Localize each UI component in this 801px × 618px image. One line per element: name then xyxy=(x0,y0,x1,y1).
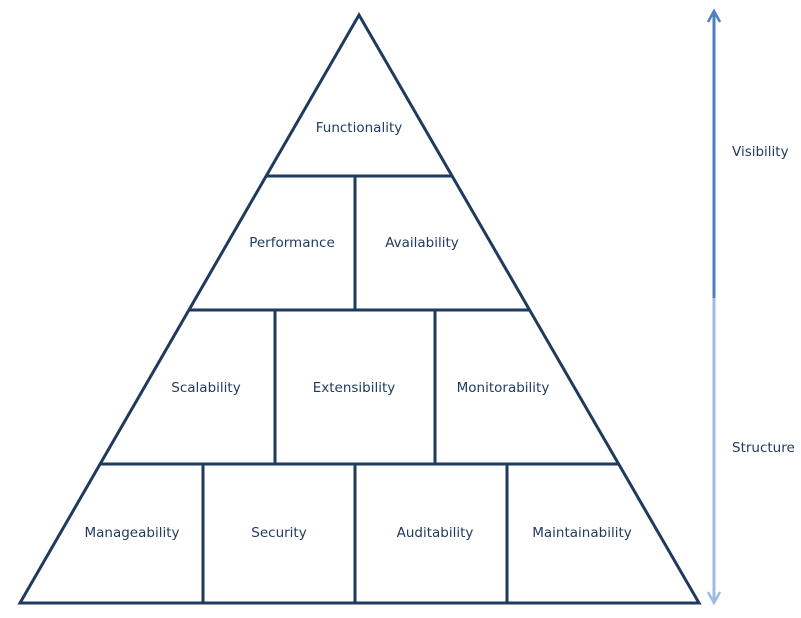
arrow-down-icon xyxy=(706,591,722,606)
block-auditability: Auditability xyxy=(397,525,474,541)
block-manageability: Manageability xyxy=(84,525,179,541)
block-availability: Availability xyxy=(385,235,459,251)
block-scalability: Scalability xyxy=(171,380,240,396)
block-performance: Performance xyxy=(249,235,335,251)
block-security: Security xyxy=(251,525,306,541)
block-functionality: Functionality xyxy=(316,120,402,136)
structure-label: Structure xyxy=(732,440,795,456)
arrow-up-icon xyxy=(706,8,722,23)
block-monitorability: Monitorability xyxy=(457,380,550,396)
block-maintainability: Maintainability xyxy=(532,525,631,541)
visibility-label: Visibility xyxy=(732,144,789,160)
visibility-structure-axis xyxy=(706,8,722,606)
block-extensibility: Extensibility xyxy=(313,380,396,396)
